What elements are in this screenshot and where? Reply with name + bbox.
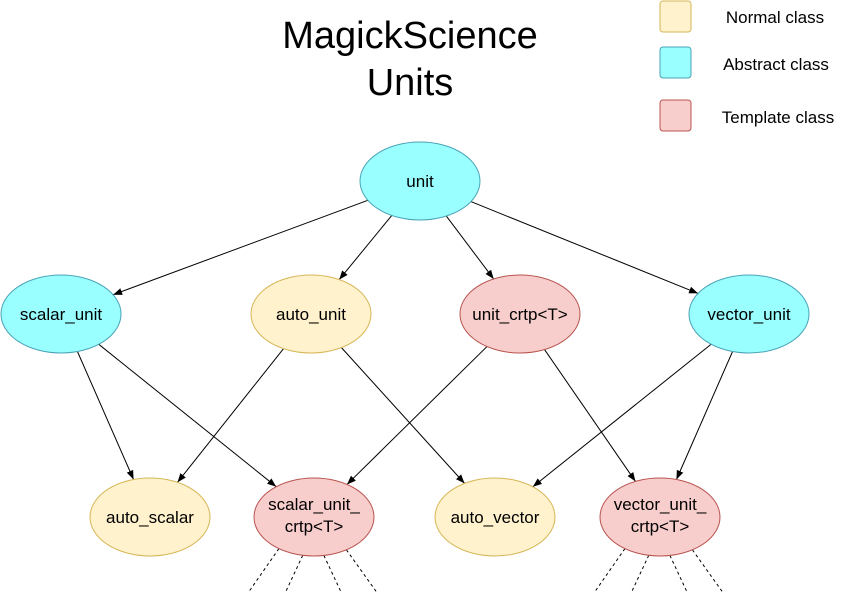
legend-item-template: Template class [659,99,834,132]
node-unit-crtp-shape [459,274,581,354]
inheritance-edges [76,199,734,488]
node-auto-vector-shape [434,477,556,557]
edge-vector_unit-to-vector_unit_crtp [675,351,734,480]
node-vector-unit-label: vector_unit [707,305,790,324]
node-auto-scalar: auto_scalar [89,477,211,557]
legend-item-normal: Normal class [659,0,824,33]
edge-auto_unit-to-auto_vector [341,347,465,484]
node-auto-vector: auto_vector [434,477,556,557]
node-scalar-unit-crtp-shape [253,477,375,557]
node-scalar-unit-shape [0,274,122,354]
legend-swatch-abstract [659,46,692,79]
node-unit-crtp-label: unit_crtp<T> [472,305,568,324]
continuation-vector_unit_crtp-3 [691,549,724,592]
legend-label-abstract: Abstract class [723,55,829,74]
node-unit-crtp: unit_crtp<T> [459,274,581,354]
legend-item-abstract: Abstract class [659,46,829,79]
edge-unit-to-unit_crtp [445,215,495,280]
legend: Normal class Abstract class Template cla… [659,0,834,132]
legend-label-template: Template class [722,108,834,127]
continuation-vector_unit_crtp-0 [594,548,626,592]
node-vector-unit-crtp-label-line-2: crtp<T> [631,517,690,536]
node-auto-scalar-label: auto_scalar [106,508,194,527]
node-vector-unit-crtp-label-line-1: vector_unit_ [614,495,707,514]
diagram-title-line-2: Units [367,62,454,104]
node-scalar-unit-crtp: scalar_unit_ crtp<T> [253,477,375,557]
node-unit-label: unit [406,172,434,191]
edge-vector_unit-to-auto_vector [532,343,712,488]
node-auto-vector-label: auto_vector [451,508,540,527]
node-scalar-unit-crtp-label-line-1: scalar_unit_ [268,495,360,514]
continuation-vector_unit_crtp-2 [669,555,688,592]
edge-unit-to-scalar_unit [112,199,369,296]
node-unit: unit [359,141,481,221]
node-auto-unit-shape [250,274,372,354]
node-scalar-unit-label: scalar_unit [20,305,102,324]
node-scalar-unit-crtp-label-line-2: crtp<T> [285,517,344,536]
node-vector-unit-shape [688,274,810,354]
node-vector-unit-crtp: vector_unit_ crtp<T> [599,477,721,557]
edge-scalar_unit-to-auto_scalar [76,351,135,480]
node-vector-unit-crtp-shape [599,477,721,557]
edge-unit_crtp-to-vector_unit_crtp [544,349,636,482]
diagram-title-line-1: MagickScience [282,15,538,57]
edge-unit_crtp-to-scalar_unit_crtp [346,346,488,485]
node-vector-unit: vector_unit [688,274,810,354]
node-unit-shape [359,141,481,221]
node-auto-unit-label: auto_unit [276,305,346,324]
edge-unit-to-auto_unit [338,215,393,280]
continuation-scalar_unit_crtp-1 [285,555,304,592]
continuation-scalar_unit_crtp-3 [345,549,378,592]
edge-unit-to-vector_unit [470,201,699,294]
edge-scalar_unit-to-scalar_unit_crtp [98,343,277,488]
continuation-edges [248,548,724,592]
legend-swatch-template [659,99,692,132]
node-scalar-unit: scalar_unit [0,274,122,354]
node-auto-unit: auto_unit [250,274,372,354]
legend-label-normal: Normal class [726,8,824,27]
node-auto-scalar-shape [89,477,211,557]
continuation-scalar_unit_crtp-0 [248,548,280,592]
continuation-vector_unit_crtp-1 [631,555,650,592]
continuation-scalar_unit_crtp-2 [323,555,342,592]
legend-swatch-normal [659,0,692,33]
edge-auto_unit-to-auto_scalar [177,348,284,483]
